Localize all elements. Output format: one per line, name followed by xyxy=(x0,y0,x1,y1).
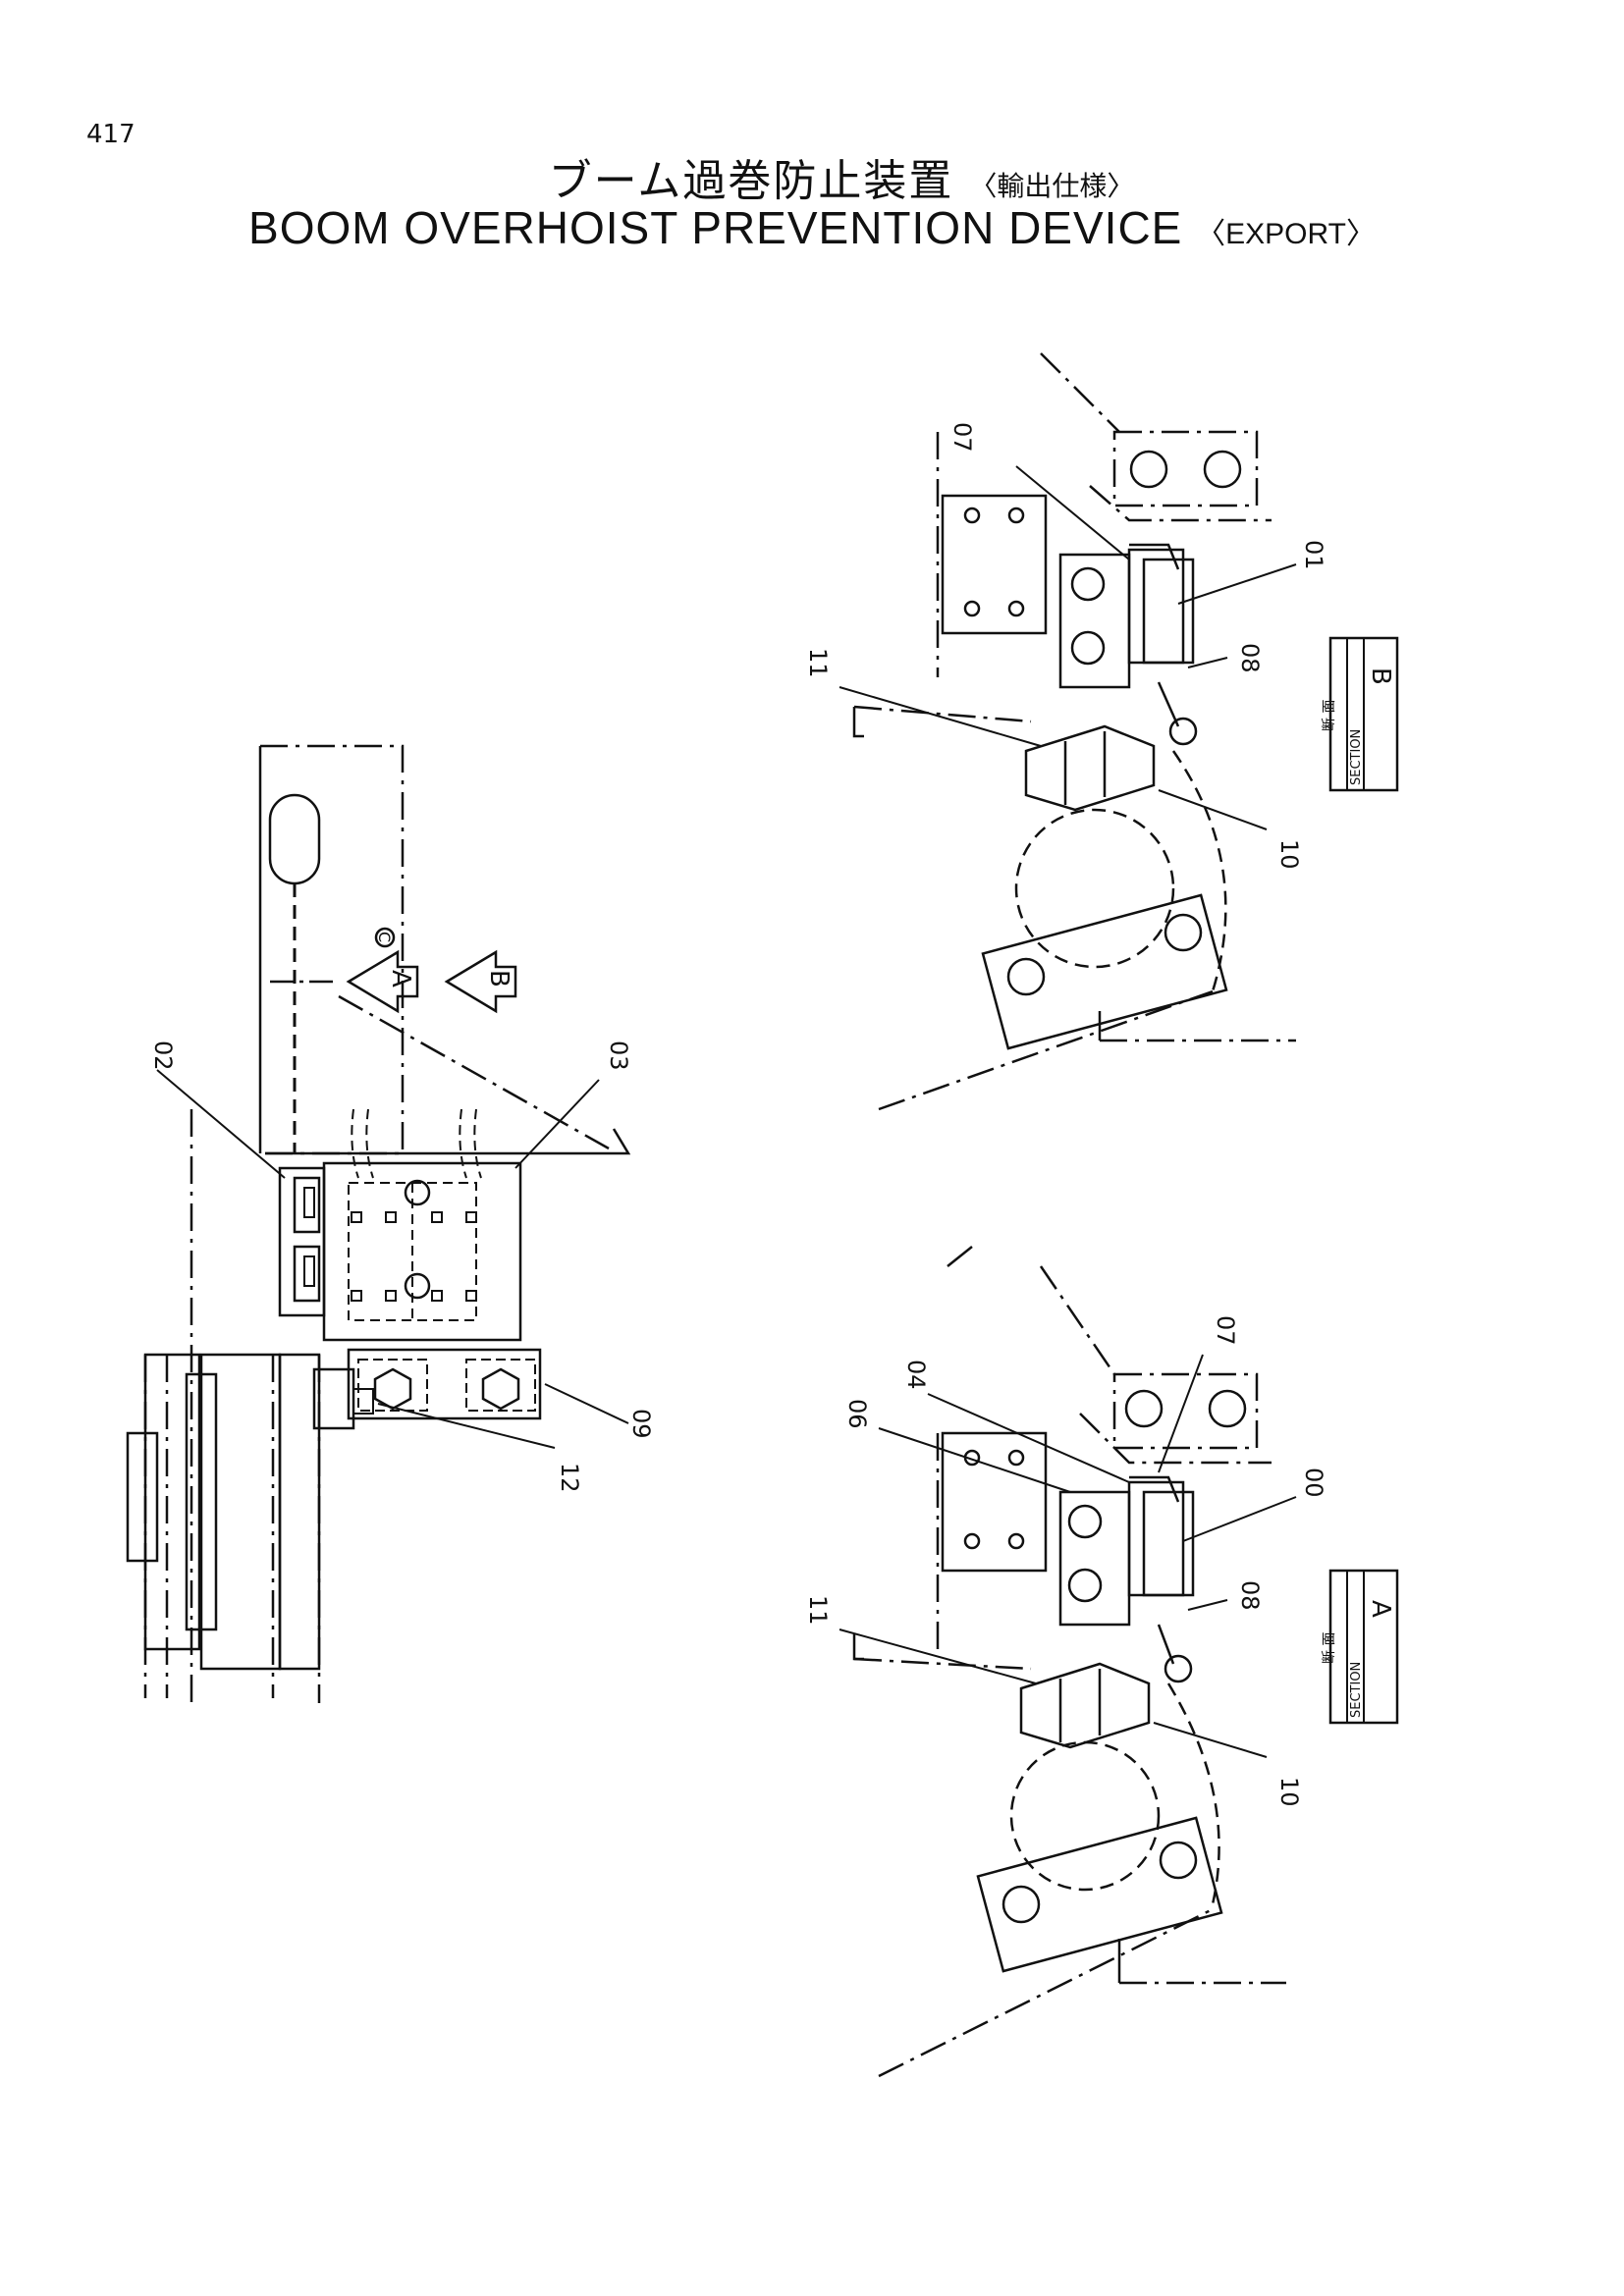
arrow-b-letter: B xyxy=(484,970,514,988)
c-mark-letter: C xyxy=(375,932,394,942)
label-02: 02 xyxy=(149,1041,177,1071)
section-b-view xyxy=(839,352,1297,1111)
section-b-box: 断 面 SECTION B xyxy=(1322,636,1399,792)
label-b-07: 07 xyxy=(948,422,976,453)
page-number: 417 xyxy=(86,120,135,149)
title-english: BOOM OVERHOIST PREVENTION DEVICE xyxy=(248,202,1183,253)
label-a-11: 11 xyxy=(804,1595,832,1626)
title-english-line: BOOM OVERHOIST PREVENTION DEVICE 〈EXPORT… xyxy=(0,201,1624,254)
section-b-kanji: 断 面 xyxy=(1322,700,1337,731)
title-japanese-spec: 〈輸出仕様〉 xyxy=(969,170,1135,202)
section-b-letter: B xyxy=(1366,667,1395,685)
title-japanese: ブーム過巻防止装置 xyxy=(548,156,954,206)
label-09: 09 xyxy=(627,1409,655,1439)
section-a-letter: A xyxy=(1366,1600,1395,1618)
title-english-spec: 〈EXPORT〉 xyxy=(1196,218,1376,250)
section-a-box: 断 面 SECTION A xyxy=(1322,1569,1399,1725)
section-b-word: SECTION xyxy=(1349,729,1364,785)
label-a-06: 06 xyxy=(843,1399,871,1429)
view-arrow-b xyxy=(444,949,517,1014)
label-a-04: 04 xyxy=(902,1360,930,1390)
arrow-a-letter: A xyxy=(386,970,415,988)
label-b-11: 11 xyxy=(804,648,832,678)
label-03: 03 xyxy=(605,1041,632,1071)
label-a-08: 08 xyxy=(1236,1580,1264,1611)
view-arrow-a xyxy=(346,949,419,1014)
label-a-07: 07 xyxy=(1212,1315,1239,1346)
label-b-08: 08 xyxy=(1236,643,1264,673)
c-mark-circle xyxy=(374,927,396,948)
label-b-10: 10 xyxy=(1275,839,1303,870)
label-a-00: 00 xyxy=(1300,1468,1327,1498)
title-japanese-line: ブーム過巻防止装置 〈輸出仕様〉 xyxy=(0,145,1624,208)
section-a-word: SECTION xyxy=(1349,1662,1364,1718)
section-a-view xyxy=(839,1246,1297,2078)
section-a-kanji: 断 面 xyxy=(1322,1632,1337,1664)
label-b-01: 01 xyxy=(1300,540,1327,570)
label-12: 12 xyxy=(556,1463,583,1493)
label-a-10: 10 xyxy=(1275,1777,1303,1807)
left-assembly-view xyxy=(126,744,631,1703)
part-labels: 02 03 09 12 07 01 08 11 10 06 04 07 00 0… xyxy=(149,422,1327,1807)
